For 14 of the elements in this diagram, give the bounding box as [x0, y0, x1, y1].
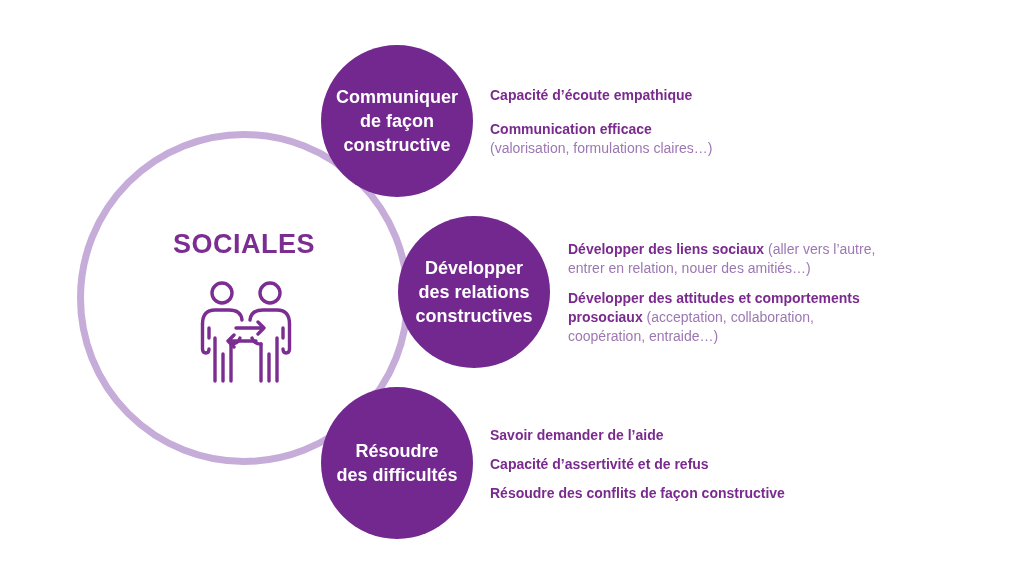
circle-label: Résoudre des difficultés — [335, 440, 459, 487]
filled-circle — [321, 45, 473, 197]
skill-description: Capacité d’écoute empathique — [490, 86, 693, 105]
skill-description: Résoudre des conflits de façon constructive — [490, 484, 785, 503]
circle-label: Développer des relations constructives — [414, 257, 534, 328]
circle-label: Communiquer de façon constructive — [335, 86, 459, 157]
filled-circle — [398, 216, 550, 368]
skill-description: Développer des attitudes et comportements prosociaux (acceptation, collaboration, coopération, entraide…) — [568, 289, 861, 346]
category-title: SOCIALES — [172, 228, 316, 260]
skill-description: Savoir demander de l’aide — [490, 426, 664, 445]
skill-description: Capacité d’assertivité et de refus — [490, 455, 709, 474]
skill-description: Développer des liens sociaux (aller vers l’autre, entrer en relation, nouer des amitiés…) — [568, 240, 877, 278]
skill-description: Communication efficace (valorisation, formulations claires…) — [490, 120, 713, 158]
filled-circle — [321, 387, 473, 539]
